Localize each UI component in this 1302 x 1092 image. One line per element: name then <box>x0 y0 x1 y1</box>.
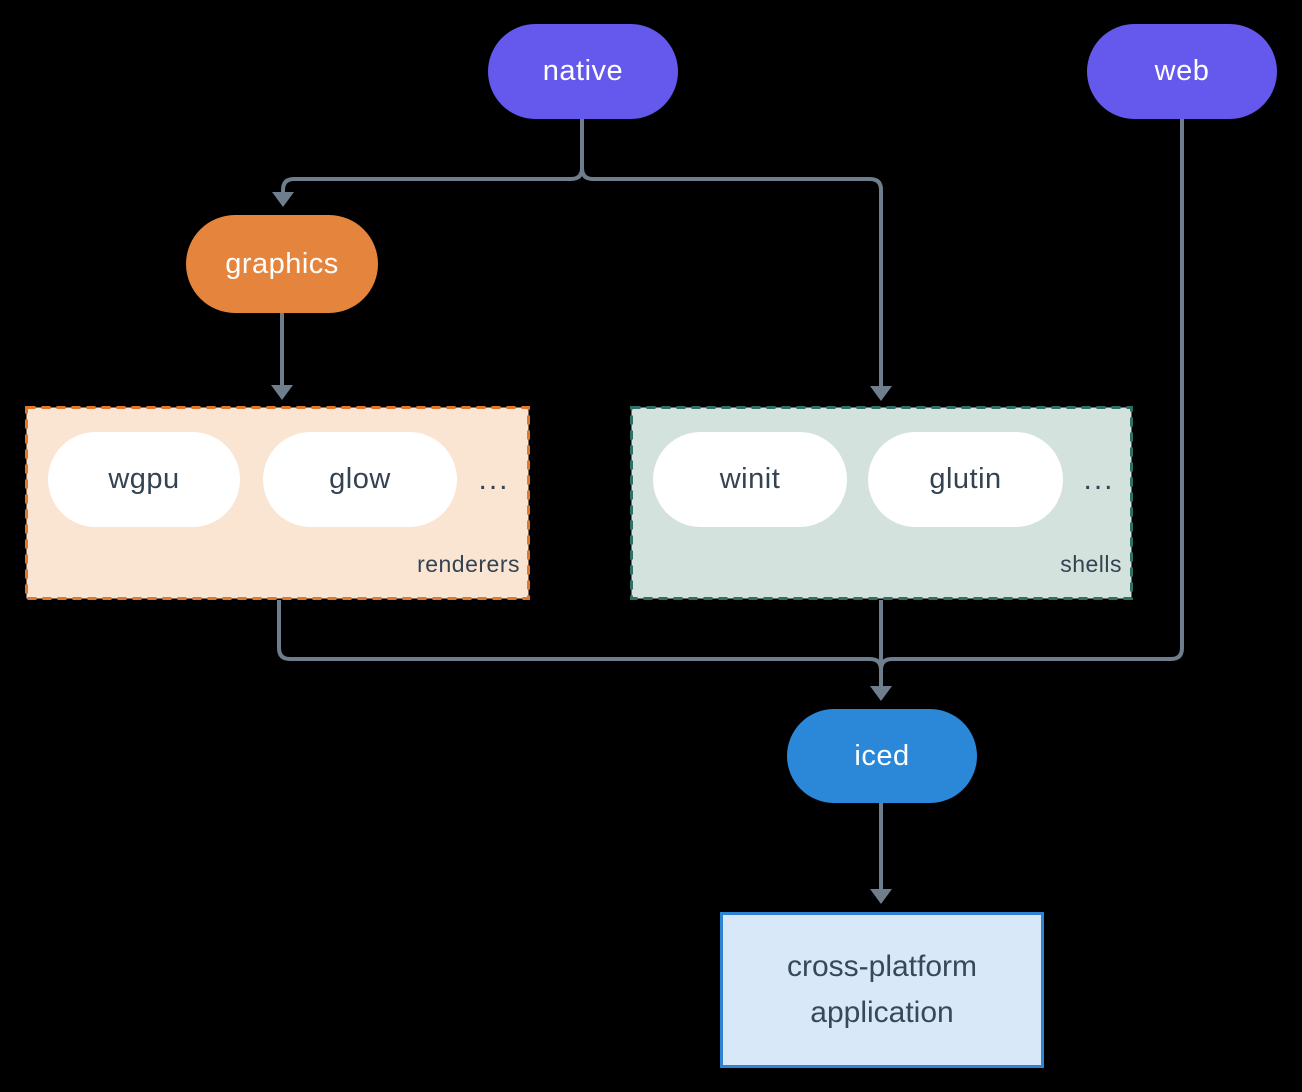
node-graphics: graphics <box>186 215 378 313</box>
renderer-item-wgpu: wgpu <box>48 432 240 527</box>
node-iced: iced <box>787 709 977 803</box>
renderers-ellipsis: ... <box>478 462 510 496</box>
renderers-group-label: renderers <box>417 551 520 577</box>
renderer-item-wgpu-label: wgpu <box>108 463 180 495</box>
edge-renderers-merge <box>277 600 883 671</box>
shells-group-label: shells <box>1060 551 1122 577</box>
shell-item-winit: winit <box>653 432 847 527</box>
node-native: native <box>488 24 678 119</box>
cross-platform-application-box: cross-platform application <box>720 912 1044 1068</box>
shells-ellipsis: ... <box>1083 462 1115 496</box>
node-web: web <box>1087 24 1277 119</box>
shell-item-glutin: glutin <box>868 432 1063 527</box>
arrowhead-into-iced <box>870 686 892 701</box>
arrowhead-into-graphics <box>272 192 294 207</box>
arrowhead-into-shells <box>870 386 892 401</box>
renderer-item-glow: glow <box>263 432 457 527</box>
shell-item-winit-label: winit <box>719 463 781 495</box>
node-graphics-label: graphics <box>225 247 339 280</box>
shell-item-glutin-label: glutin <box>929 463 1002 495</box>
arrowhead-into-application <box>870 889 892 904</box>
node-web-label: web <box>1154 55 1210 87</box>
node-native-label: native <box>542 55 624 87</box>
cross-platform-application-label: cross-platform application <box>786 950 978 1029</box>
edge-native-shells <box>580 119 883 387</box>
node-iced-label: iced <box>854 739 910 772</box>
arrowhead-into-renderers <box>271 385 293 400</box>
renderer-item-glow-label: glow <box>329 463 391 495</box>
edge-native-graphics <box>281 119 584 193</box>
